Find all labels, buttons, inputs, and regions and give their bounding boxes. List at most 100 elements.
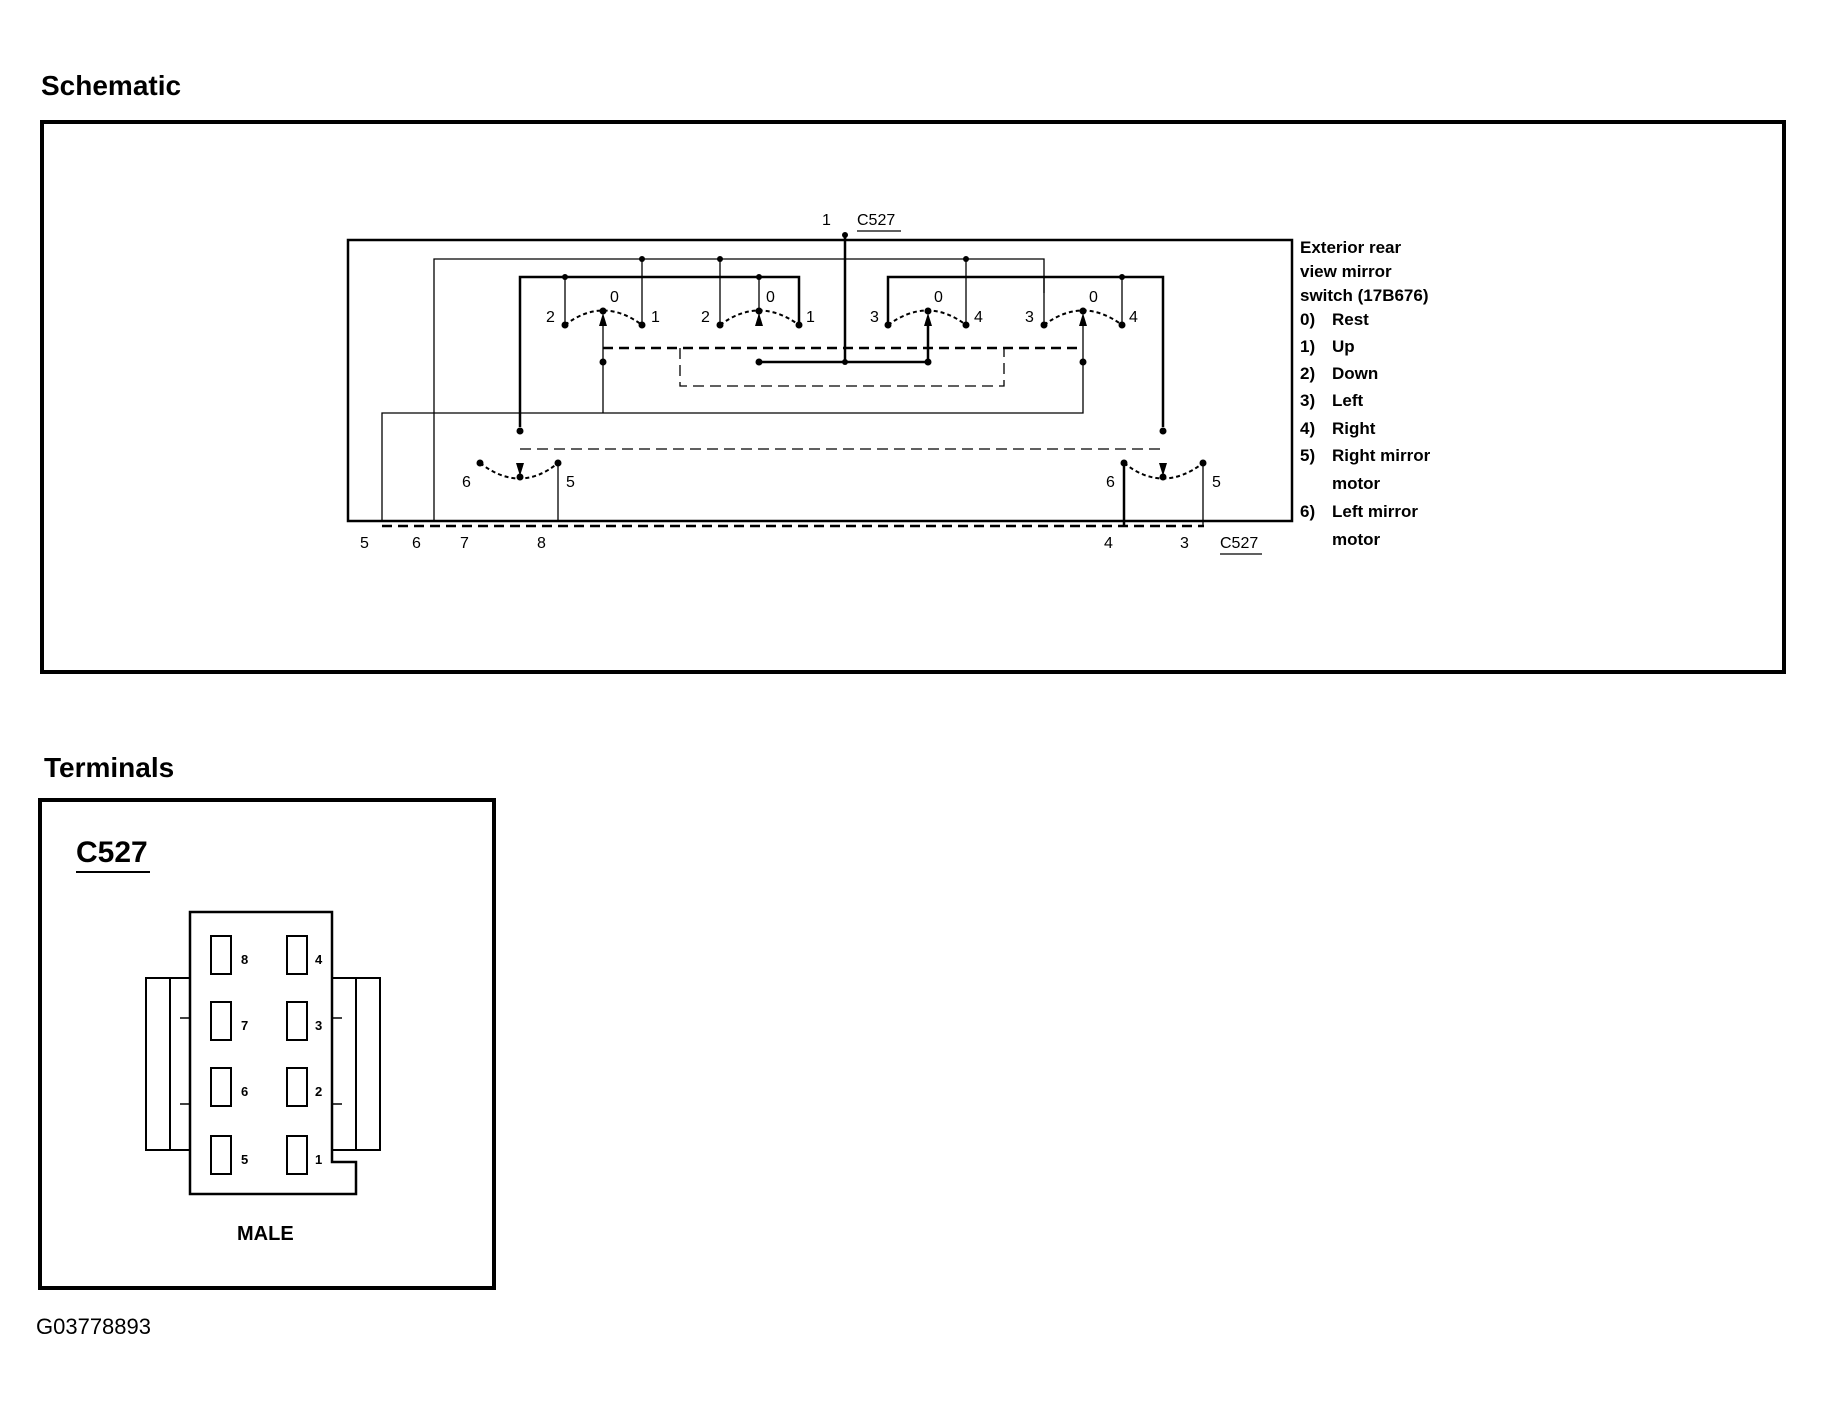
contact-dot <box>795 321 803 329</box>
wire-center-bus <box>759 323 930 364</box>
junction-dot <box>842 359 848 365</box>
junction-dot <box>842 232 848 238</box>
terminal-pin-label: 4 <box>315 952 323 967</box>
contact-dot <box>599 307 607 315</box>
contact-dot <box>561 321 569 329</box>
legend-item-text: Left mirror <box>1332 502 1418 521</box>
terminal-pin <box>286 935 308 975</box>
figure-id: G03778893 <box>36 1314 151 1339</box>
legend-title-line: view mirror <box>1300 262 1392 281</box>
terminal-pin-label: 6 <box>241 1084 248 1099</box>
mech-link-leftright <box>679 348 1005 387</box>
switch-group-3: 3 0 4 <box>870 256 983 366</box>
terminal-pin <box>210 935 232 975</box>
legend-item-number: 5) <box>1300 446 1315 465</box>
junction-dot <box>924 358 932 366</box>
contact-label: 1 <box>806 309 815 326</box>
junction-dot <box>562 274 568 280</box>
contact-dot <box>516 473 524 481</box>
terminals-frame <box>38 798 496 1290</box>
contact-dot <box>716 321 724 329</box>
junction-dot <box>1079 358 1087 366</box>
legend-item-text: Up <box>1332 337 1355 356</box>
legend-item-number: 0) <box>1300 310 1315 329</box>
left-latch <box>145 977 191 1151</box>
switch-housing <box>346 238 1294 523</box>
legend-item-number: 6) <box>1300 502 1315 521</box>
legend-item-text: motor <box>1332 530 1381 549</box>
contact-label: 1 <box>651 309 660 326</box>
top-connector-label: C527 <box>857 212 895 229</box>
contact-label: 0 <box>1089 289 1098 306</box>
terminal-pin <box>210 1067 232 1107</box>
wire-pin6-bus <box>433 258 1045 521</box>
legend-item-text: Right <box>1332 419 1376 438</box>
contact-label: 3 <box>1025 309 1034 326</box>
legend-item-text: Right mirror <box>1332 446 1431 465</box>
contact-label: 4 <box>974 309 983 326</box>
contact-label: 3 <box>870 309 879 326</box>
contact-label: 6 <box>1106 474 1115 491</box>
junction-dot <box>599 358 607 366</box>
connector-gender-label: MALE <box>237 1223 294 1245</box>
wire-pin5-bus <box>381 360 1084 521</box>
motor-switch-right: 6 5 <box>1106 427 1221 526</box>
wiper-arrow-icon <box>1159 463 1167 476</box>
contact-label: 2 <box>701 309 710 326</box>
terminal-pin-label: 2 <box>315 1084 322 1099</box>
contact-dot <box>962 321 970 329</box>
wiper-arrow-icon <box>516 463 524 476</box>
junction-dot <box>717 256 723 262</box>
wiper-arrow-icon <box>599 313 607 326</box>
legend-title-line: switch (17B676) <box>1300 286 1429 305</box>
terminal-pin-label: 5 <box>241 1152 248 1167</box>
contact-label: 5 <box>1212 474 1221 491</box>
bottom-pin-label: 6 <box>412 535 421 552</box>
terminal-pin-label: 1 <box>315 1152 322 1167</box>
mirror-switch-schematic: 1 C527 2 <box>346 212 1431 555</box>
junction-dot <box>963 256 969 262</box>
legend-title-line: Exterior rear <box>1300 238 1401 257</box>
switch-arc <box>564 309 643 326</box>
terminal-pin-label: 3 <box>315 1018 322 1033</box>
terminal-pin <box>210 1135 232 1175</box>
bottom-pin-label: 4 <box>1104 535 1113 552</box>
junction-dot <box>1119 274 1125 280</box>
top-pin-label: 1 <box>822 212 831 229</box>
wire-common-right <box>886 275 1165 427</box>
bottom-pin-label: 3 <box>1180 535 1189 552</box>
contact-dot <box>1079 307 1087 315</box>
wire-common-left <box>518 275 801 427</box>
contact-dot <box>1118 321 1126 329</box>
motor-switch-left: 6 5 <box>462 427 575 521</box>
bottom-pin-label: 7 <box>460 535 469 552</box>
contact-label: 5 <box>566 474 575 491</box>
bottom-connector-label: C527 <box>1220 535 1258 552</box>
legend-item-number: 4) <box>1300 419 1315 438</box>
legend-item-number: 3) <box>1300 391 1315 410</box>
switch-group-1: 2 0 1 <box>546 289 660 366</box>
contact-dot <box>1040 321 1048 329</box>
contact-label: 0 <box>766 289 775 306</box>
schematic-title: Schematic <box>41 70 182 101</box>
terminals-title: Terminals <box>44 752 175 783</box>
connector-c527-face: C527 8 7 6 5 4 3 2 1 MALE <box>76 836 381 1245</box>
legend-item-text: Rest <box>1332 310 1369 329</box>
legend-item-number: 2) <box>1300 364 1315 383</box>
contact-dot <box>638 321 646 329</box>
contact-label: 4 <box>1129 309 1138 326</box>
contact-label: 0 <box>934 289 943 306</box>
wiper-arrow-icon <box>924 313 932 326</box>
schematic-frame <box>40 120 1786 674</box>
contact-label: 2 <box>546 309 555 326</box>
schematic-legend: Exterior rear view mirror switch (17B676… <box>1300 238 1431 549</box>
junction-dot <box>1159 427 1167 435</box>
terminal-pin <box>286 1001 308 1041</box>
connector-housing <box>188 910 358 1196</box>
contact-dot <box>884 321 892 329</box>
contact-label: 0 <box>610 289 619 306</box>
junction-dot <box>516 427 524 435</box>
wiper-arrow-icon <box>1079 313 1087 326</box>
contact-dot <box>476 459 484 467</box>
